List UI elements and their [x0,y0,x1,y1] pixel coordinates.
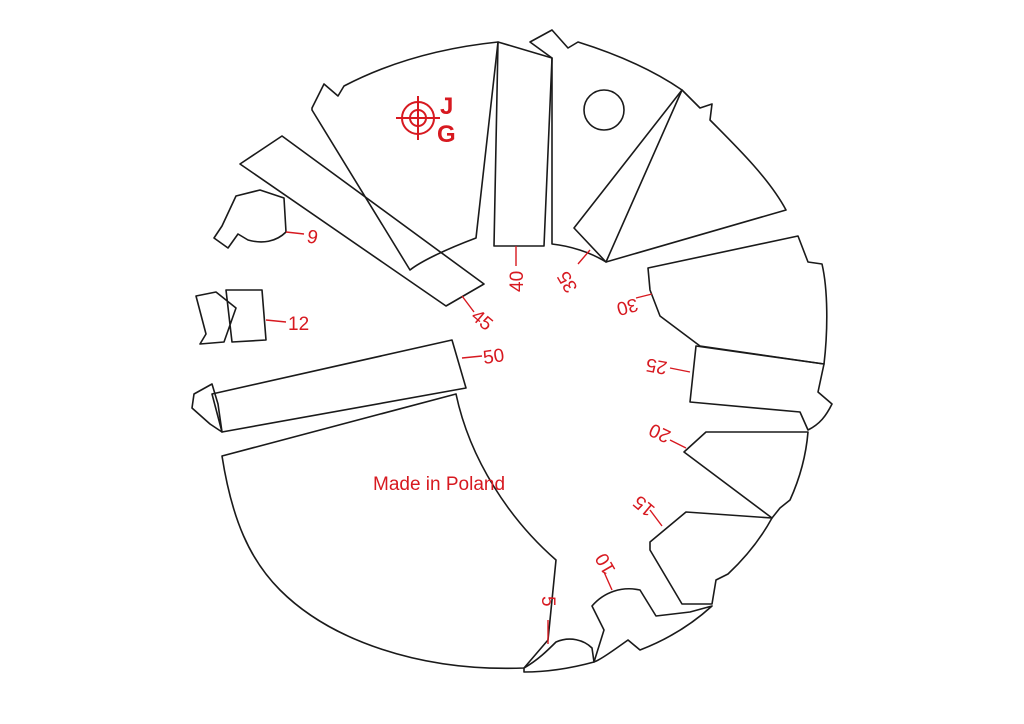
mounting-hole [583,89,625,131]
sector-top [529,29,683,263]
size-label: 40 [507,271,528,292]
slot-25 [689,345,833,431]
sector-bottom [221,393,557,670]
label-35: 35 [554,249,591,296]
label-15: 15 [630,491,663,527]
label-12: 12 [265,314,309,335]
size-labels: 9 12 45 50 40 35 30 25 [265,226,691,644]
crosshair-icon [396,96,440,140]
size-label: 5 [537,596,558,607]
size-label: 45 [467,306,497,336]
label-25: 25 [644,353,691,378]
label-50: 50 [461,345,506,369]
size-label: 10 [592,549,621,578]
size-label: 30 [614,293,640,319]
slot-12 [191,289,267,433]
label-40: 40 [507,246,528,292]
slot-10 [591,588,713,663]
label-45: 45 [461,295,497,336]
made-in-label: Made in Poland [373,474,505,495]
label-9: 9 [285,226,320,249]
size-label: 50 [482,345,506,369]
sector-top-left [311,41,499,271]
slot-50 [211,339,467,433]
brand-logo: J G [396,93,456,148]
size-label: 20 [646,419,674,447]
label-20: 20 [646,419,687,449]
slot-40 [493,41,553,247]
slot-30 [647,235,828,365]
slot-35 [573,89,787,263]
slot-5 [523,638,595,673]
slot-20 [683,431,809,519]
label-5: 5 [537,596,558,644]
slot-45 [239,135,485,307]
size-label: 12 [288,314,309,335]
label-30: 30 [614,293,653,319]
logo-letter-j: J [440,93,453,120]
size-label: 9 [305,226,320,249]
gauge-outline [191,29,833,673]
size-label: 35 [554,267,583,296]
size-label: 25 [644,353,668,377]
logo-letter-g: G [437,121,456,148]
slot-15 [649,511,773,605]
slot-9 [213,189,287,249]
label-10: 10 [592,549,621,591]
